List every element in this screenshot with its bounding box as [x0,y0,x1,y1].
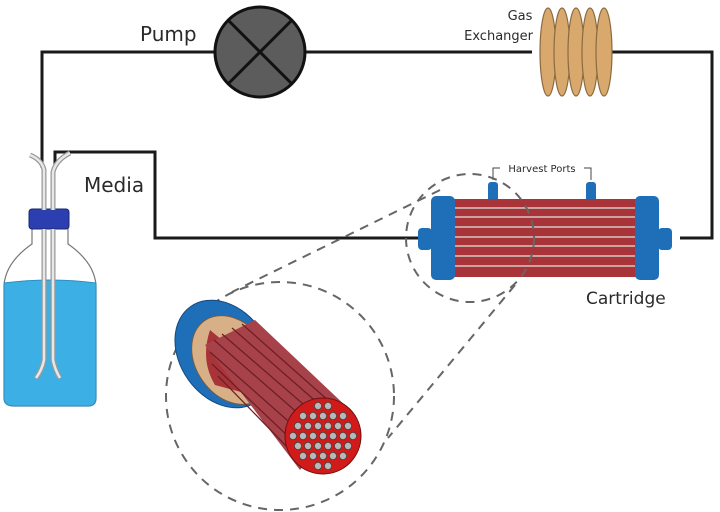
fiber-lumen [333,441,342,450]
fiber-lumen [318,451,327,460]
fiber-lumen [298,431,307,440]
fiber-lumen [323,441,332,450]
fiber-lumen [303,421,312,430]
tubing-exchanger-to-cartridge [612,50,714,240]
fiber-lumen [328,431,337,440]
tubing-outflow [40,50,216,168]
fiber-lumen [328,411,337,420]
fiber-lumen [293,421,302,430]
fiber-lumen [298,411,307,420]
fiber-lumen [338,451,347,460]
pump-icon [213,5,307,99]
fiber-lumen [343,421,352,430]
gas-exchanger-icon [539,7,613,97]
fiber-lumen [333,421,342,430]
fiber-lumen [288,431,297,440]
fiber-lumen [308,431,317,440]
fiber-lumens [288,401,357,470]
cartridge-icon [418,182,672,280]
fiber-lumen [338,411,347,420]
fiber-bundle-closeup-icon [174,299,362,475]
harvest-ports-label: Harvest Ports [508,164,575,175]
fiber-lumen [348,431,357,440]
media-bottle-icon [3,150,97,407]
magnification-callout [165,173,535,511]
media-label: Media [84,173,144,197]
fiber-lumen [318,411,327,420]
fiber-lumen [338,431,347,440]
tubing-return [53,150,418,240]
fiber-lumen [328,451,337,460]
fiber-lumen [313,441,322,450]
fiber-lumen [303,441,312,450]
fiber-lumen [298,451,307,460]
fiber-lumen [308,451,317,460]
fiber-lumen [318,431,327,440]
harvest-ports-bracket [492,167,592,180]
gas-exchanger-label-line2: Exchanger [464,29,534,44]
fiber-lumen [323,421,332,430]
fiber-lumen [313,421,322,430]
fiber-lumen [323,401,332,410]
fiber-lumen [343,441,352,450]
pump-label: Pump [140,22,197,46]
fiber-lumen [308,411,317,420]
fiber-lumen [323,461,332,470]
fiber-lumen [313,401,322,410]
fiber-lumen [293,441,302,450]
tubing [40,50,714,240]
fiber-lumen [313,461,322,470]
cartridge-label: Cartridge [586,289,666,309]
gas-exchanger-label-line1: Gas [508,9,533,24]
